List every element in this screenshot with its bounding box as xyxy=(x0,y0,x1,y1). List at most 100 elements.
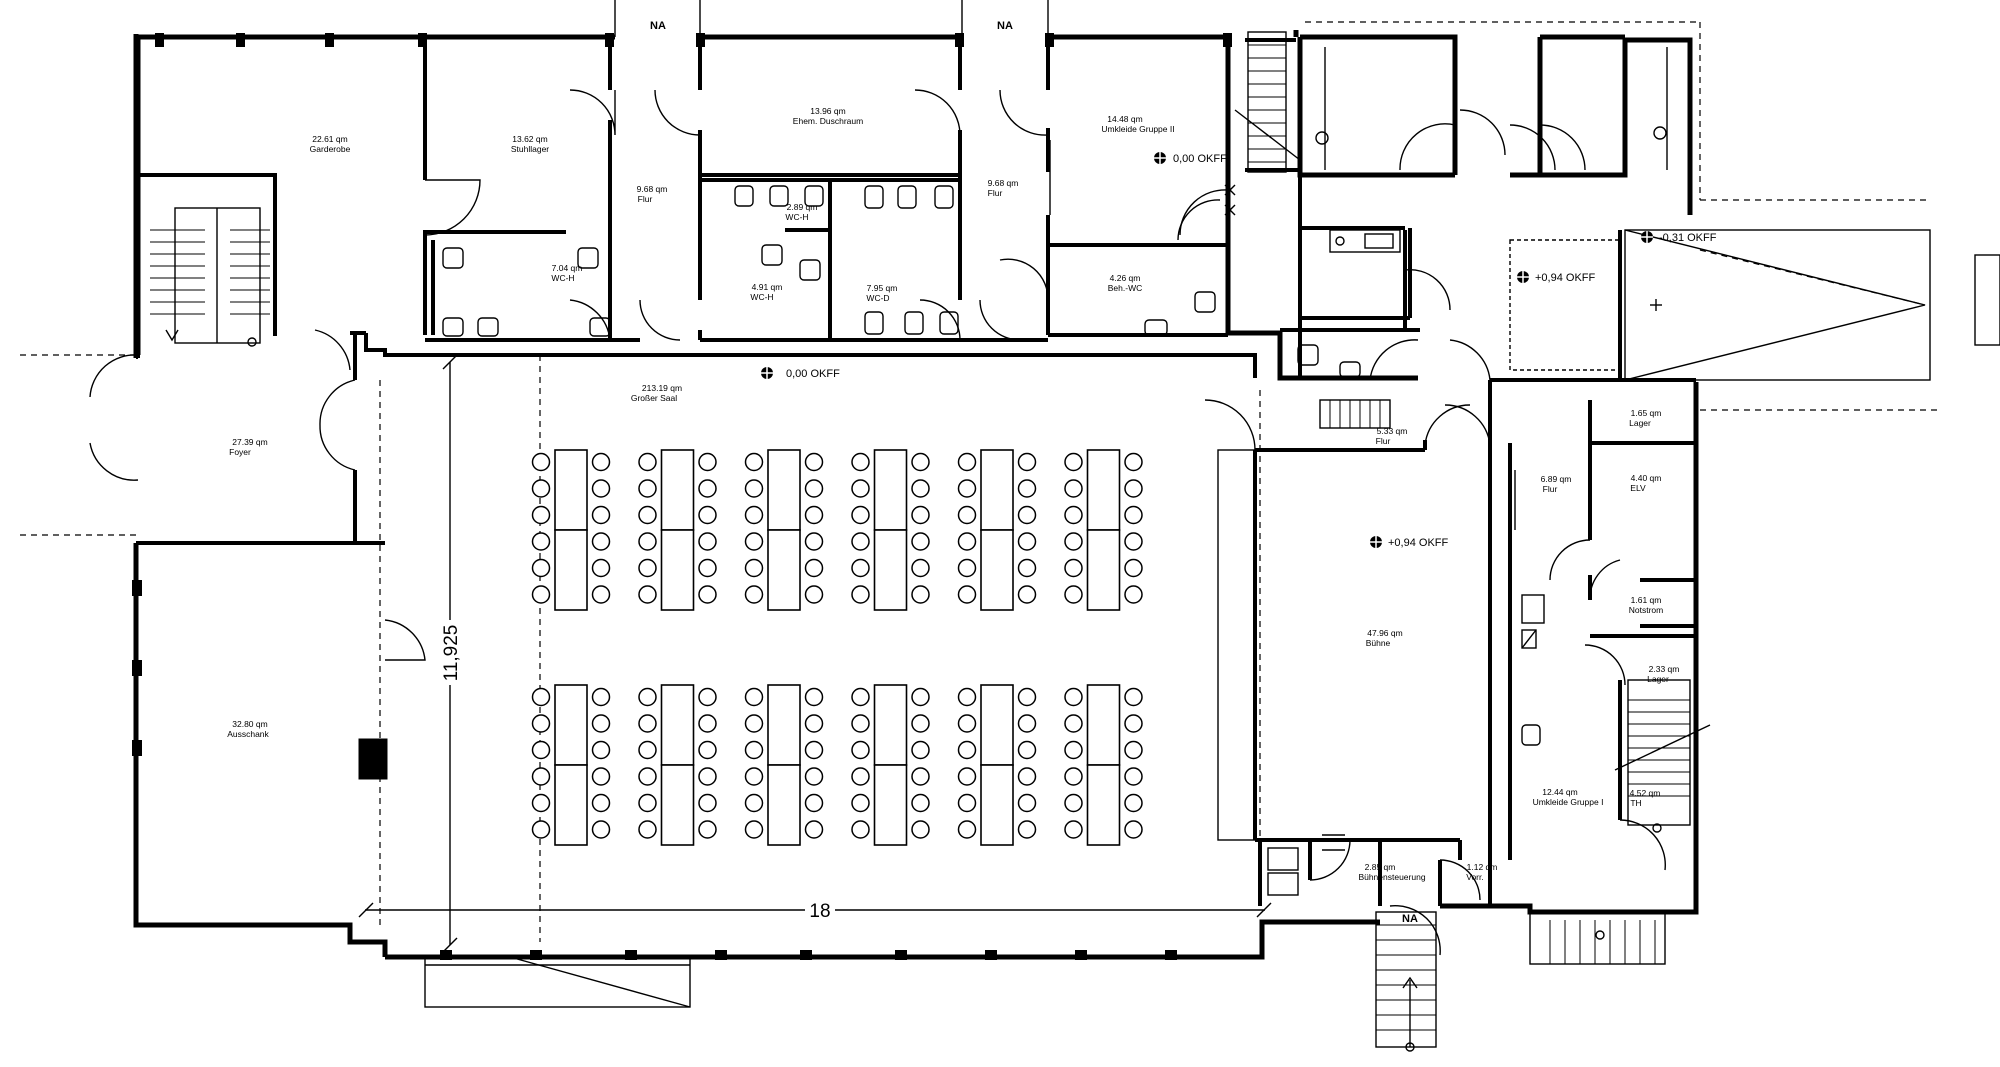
chair xyxy=(1124,585,1143,604)
svg-text:Großer Saal: Großer Saal xyxy=(631,393,677,403)
svg-text:Flur: Flur xyxy=(1376,436,1391,446)
chair xyxy=(957,585,977,604)
svg-text:32.80 qm: 32.80 qm xyxy=(232,719,267,729)
svg-text:1.61 qm: 1.61 qm xyxy=(1631,595,1662,605)
chair xyxy=(851,820,870,839)
table xyxy=(980,529,1014,611)
chair xyxy=(744,767,764,786)
level-marker: -0,31 OKFF xyxy=(1641,231,1717,244)
chair xyxy=(804,740,824,760)
chair xyxy=(698,479,717,498)
chair xyxy=(744,505,764,525)
chair xyxy=(851,740,870,760)
chair xyxy=(804,505,824,525)
chair xyxy=(698,767,717,786)
chair xyxy=(851,767,870,786)
chair xyxy=(911,714,930,733)
chair xyxy=(531,532,551,551)
chair xyxy=(591,505,611,525)
chair xyxy=(957,740,977,760)
svg-text:Flur: Flur xyxy=(1543,484,1558,494)
level-label: 0,00 OKFF xyxy=(1173,153,1227,165)
chair xyxy=(531,740,551,760)
chair xyxy=(1124,452,1143,472)
room-label-elv: 4.40 qm ELV xyxy=(1630,473,1661,493)
svg-text:TH: TH xyxy=(1630,798,1641,808)
chair xyxy=(638,532,657,551)
table xyxy=(554,529,588,611)
svg-text:WC-H: WC-H xyxy=(750,292,773,302)
chair xyxy=(698,793,717,813)
room-label-vorr: 1.12 qm Vorr. xyxy=(1466,862,1497,882)
chair xyxy=(1064,767,1083,786)
svg-text:5.33 qm: 5.33 qm xyxy=(1377,426,1408,436)
chair xyxy=(804,558,824,578)
chair xyxy=(804,532,824,551)
chair xyxy=(531,505,551,525)
chair xyxy=(1064,532,1083,551)
chair xyxy=(638,585,657,604)
svg-text:4.52 qm: 4.52 qm xyxy=(1630,788,1661,798)
chair xyxy=(957,767,977,786)
svg-text:Bühnensteuerung: Bühnensteuerung xyxy=(1358,872,1425,882)
chair xyxy=(851,793,870,813)
level-marker: 0,00 OKFF xyxy=(1154,152,1227,165)
chair xyxy=(957,505,977,525)
seating-layout xyxy=(531,449,1143,846)
table xyxy=(873,529,908,611)
level-marker: +0,94 OKFF xyxy=(1370,536,1449,549)
chair xyxy=(638,505,657,525)
chair xyxy=(591,532,611,551)
chair xyxy=(698,687,717,707)
chair xyxy=(1124,479,1143,498)
chair xyxy=(1017,532,1037,551)
svg-text:2.85 qm: 2.85 qm xyxy=(1365,862,1396,872)
room-label-flur: 6.89 qm Flur xyxy=(1541,474,1572,494)
chair xyxy=(591,767,611,786)
chair xyxy=(1064,740,1083,760)
chair xyxy=(744,820,764,839)
svg-text:12.44 qm: 12.44 qm xyxy=(1542,787,1577,797)
room-label-lager: 2.33 qm Lager xyxy=(1647,664,1679,684)
chair xyxy=(851,687,870,707)
svg-text:1.12 qm: 1.12 qm xyxy=(1467,862,1498,872)
svg-text:Vorr.: Vorr. xyxy=(1466,872,1483,882)
chair xyxy=(911,505,930,525)
svg-text:13.96 qm: 13.96 qm xyxy=(810,106,845,116)
table xyxy=(660,764,695,846)
svg-text:Ehem. Duschraum: Ehem. Duschraum xyxy=(793,116,863,126)
svg-text:WC-D: WC-D xyxy=(866,293,889,303)
table xyxy=(873,684,908,766)
chair xyxy=(744,558,764,578)
room-label-lager: 1.65 qm Lager xyxy=(1629,408,1661,428)
chair xyxy=(1064,585,1083,604)
chair xyxy=(591,820,611,839)
chair xyxy=(911,479,930,498)
chair xyxy=(638,767,657,786)
svg-text:Ausschank: Ausschank xyxy=(227,729,269,739)
chair xyxy=(531,687,551,707)
table xyxy=(767,764,801,846)
chair xyxy=(531,767,551,786)
chair xyxy=(744,479,764,498)
svg-text:WC-H: WC-H xyxy=(785,212,808,222)
chair xyxy=(911,740,930,760)
emergency-exit-label: NA xyxy=(650,20,666,32)
chair xyxy=(911,820,930,839)
chair xyxy=(957,452,977,472)
svg-text:7.04 qm: 7.04 qm xyxy=(552,263,583,273)
chair xyxy=(957,558,977,578)
chair xyxy=(1064,558,1083,578)
chair xyxy=(804,687,824,707)
chair xyxy=(1064,793,1083,813)
svg-text:Flur: Flur xyxy=(638,194,653,204)
chair xyxy=(744,793,764,813)
table xyxy=(767,529,801,611)
table xyxy=(767,449,801,531)
svg-text:Lager: Lager xyxy=(1647,674,1669,684)
room-label-umkleide-2: 14.48 qm Umkleide Gruppe II xyxy=(1101,114,1174,134)
sanitary-fixtures xyxy=(442,47,1668,896)
table xyxy=(554,764,588,846)
chair xyxy=(1017,740,1037,760)
chair xyxy=(957,714,977,733)
